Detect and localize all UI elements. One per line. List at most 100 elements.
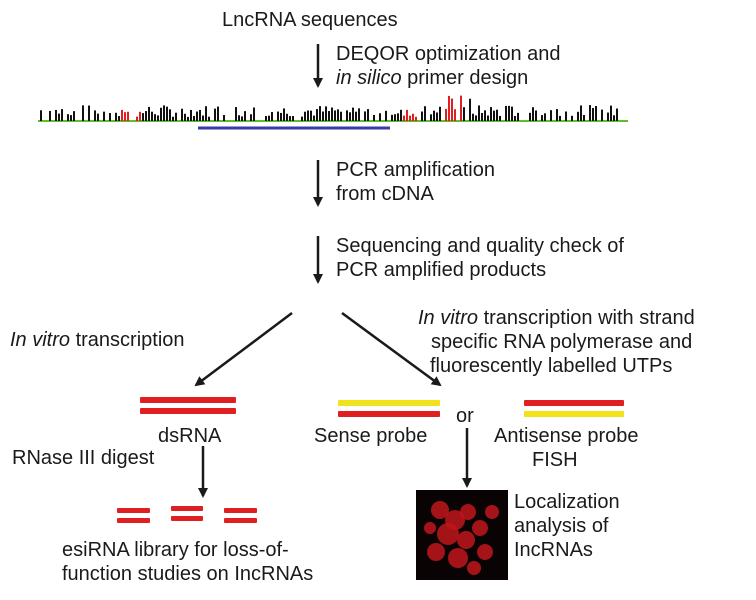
track-bar bbox=[328, 111, 330, 121]
track-bar bbox=[253, 107, 255, 121]
track-bar bbox=[184, 113, 186, 121]
track-bar bbox=[529, 112, 531, 121]
track-bar bbox=[415, 116, 417, 121]
track-bar bbox=[73, 111, 75, 121]
track-bar bbox=[601, 109, 603, 121]
sense-probe-label: Sense probe bbox=[314, 425, 428, 447]
right-branch-label-line2: specific RNA polymerase and bbox=[431, 331, 693, 353]
track-bar bbox=[463, 107, 465, 121]
track-bar bbox=[517, 112, 519, 121]
track-bar bbox=[595, 106, 597, 121]
track-bar bbox=[265, 115, 267, 121]
track-bar bbox=[358, 108, 360, 121]
track-bar bbox=[424, 106, 426, 121]
track-bar bbox=[391, 114, 393, 121]
track-bar bbox=[55, 109, 57, 121]
track-bar bbox=[433, 110, 435, 121]
track-bar bbox=[340, 111, 342, 121]
cell-blob bbox=[477, 544, 493, 560]
track-bar bbox=[280, 112, 282, 121]
track-bar bbox=[535, 110, 537, 121]
track-bar bbox=[451, 98, 453, 121]
track-bar bbox=[406, 109, 408, 121]
track-bar bbox=[364, 111, 366, 121]
track-bar bbox=[454, 109, 456, 121]
track-bar bbox=[127, 111, 129, 121]
track-bar bbox=[367, 109, 369, 121]
fish-label: FISH bbox=[532, 449, 578, 471]
track-bar bbox=[475, 115, 477, 121]
track-bar bbox=[397, 113, 399, 121]
track-bar bbox=[238, 115, 240, 121]
track-bar bbox=[325, 106, 327, 121]
track-bar bbox=[322, 111, 324, 121]
cell-blob bbox=[460, 504, 476, 520]
micrograph-image bbox=[416, 490, 508, 580]
track-bar bbox=[352, 107, 354, 121]
track-bar bbox=[493, 110, 495, 121]
track-bar bbox=[154, 114, 156, 121]
step-deqor-line1: DEQOR optimization and bbox=[336, 43, 561, 65]
track-bar bbox=[607, 112, 609, 121]
track-bar bbox=[412, 113, 414, 121]
track-bar bbox=[421, 111, 423, 121]
library-label-line2: function studies on IncRNAs bbox=[62, 563, 314, 585]
track-bar bbox=[334, 110, 336, 121]
track-bar bbox=[349, 112, 351, 121]
track-bar bbox=[373, 114, 375, 121]
track-bar bbox=[613, 115, 615, 121]
track-bar bbox=[136, 116, 138, 121]
track-bar bbox=[214, 108, 216, 121]
cell-blob bbox=[424, 522, 436, 534]
track-bar bbox=[559, 115, 561, 121]
track-bar bbox=[175, 112, 177, 121]
digest-label: RNase III digest bbox=[12, 447, 155, 469]
dsrna-icon bbox=[140, 397, 236, 414]
track-bar bbox=[88, 105, 90, 121]
track-bar bbox=[499, 115, 501, 121]
track-bar bbox=[331, 107, 333, 121]
step-title: LncRNA sequences bbox=[222, 9, 398, 31]
track-bar bbox=[403, 115, 405, 121]
track-bar bbox=[379, 113, 381, 121]
track-bar bbox=[166, 106, 168, 121]
track-bar bbox=[181, 108, 183, 121]
track-bar bbox=[490, 107, 492, 121]
probe-icon bbox=[338, 400, 440, 417]
track-bar bbox=[109, 113, 111, 121]
track-bar bbox=[583, 114, 585, 121]
antisense-probe-label: Antisense probe bbox=[494, 425, 639, 447]
track-bar bbox=[481, 112, 483, 121]
left-branch-label: In vitro transcription bbox=[10, 329, 185, 351]
right-branch-label-line1: In vitro transcription with strand bbox=[418, 307, 695, 329]
track-bar bbox=[289, 116, 291, 121]
track-bar bbox=[460, 95, 462, 121]
arrow-diagonal-icon bbox=[341, 311, 442, 387]
track-bar bbox=[148, 106, 150, 121]
step-pcr-line2: from cDNA bbox=[336, 183, 434, 205]
library-label-line1: esiRNA library for loss-of- bbox=[62, 539, 289, 561]
track-bar bbox=[187, 116, 189, 121]
track-bar bbox=[394, 114, 396, 121]
track-bar bbox=[223, 114, 225, 121]
track-bar bbox=[244, 111, 246, 121]
track-bar bbox=[310, 110, 312, 121]
arrow-diagonal-icon bbox=[194, 312, 293, 387]
track-bar bbox=[313, 115, 315, 121]
track-bar bbox=[514, 115, 516, 121]
step-pcr-line1: PCR amplification bbox=[336, 159, 495, 181]
track-bar bbox=[94, 110, 96, 121]
track-bar bbox=[478, 105, 480, 121]
track-bar bbox=[580, 105, 582, 121]
track-bar bbox=[436, 112, 438, 121]
track-bar bbox=[157, 115, 159, 121]
track-bar bbox=[565, 111, 567, 121]
track-bar bbox=[205, 106, 207, 121]
track-bar bbox=[505, 105, 507, 121]
track-bar bbox=[142, 113, 144, 121]
dsrna-label: dsRNA bbox=[158, 425, 222, 447]
track-bar bbox=[439, 106, 441, 121]
track-bar bbox=[49, 110, 51, 121]
track-bar bbox=[151, 111, 153, 121]
